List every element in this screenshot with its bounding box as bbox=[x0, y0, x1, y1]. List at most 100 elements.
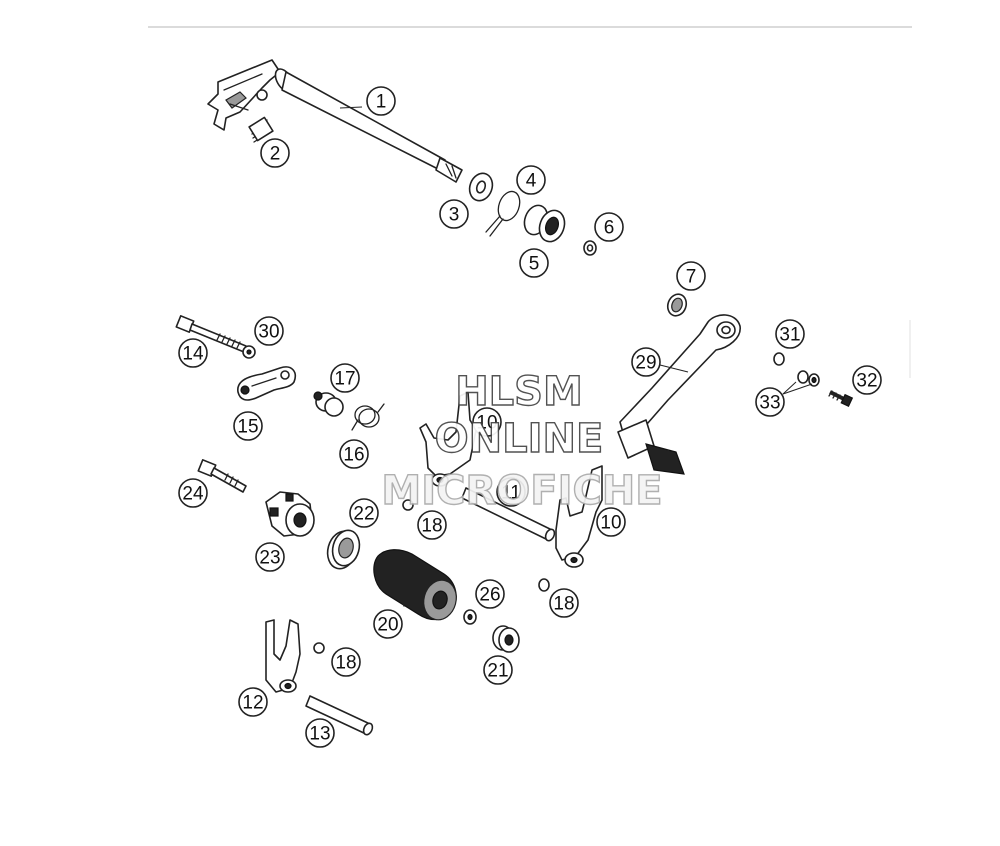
part-12-fork bbox=[265, 619, 301, 693]
watermark-line-3: MICROFICHE bbox=[381, 468, 662, 514]
part-26-washer bbox=[463, 609, 477, 625]
callout-c14: 14 bbox=[178, 338, 208, 368]
callout-circle bbox=[233, 411, 263, 441]
part-seal bbox=[666, 293, 688, 317]
callout-c5: 5 bbox=[519, 248, 549, 278]
callout-circle bbox=[475, 579, 505, 609]
callout-circle bbox=[439, 199, 469, 229]
callout-c18a: 18 bbox=[417, 510, 447, 540]
callout-c1: 1 bbox=[366, 86, 396, 116]
part-22-bearing bbox=[326, 529, 361, 570]
part-bushing bbox=[523, 204, 566, 243]
part-shift-shaft bbox=[207, 59, 463, 183]
callout-number: 29 bbox=[635, 353, 656, 374]
callout-c4: 4 bbox=[516, 165, 546, 195]
part-circlip bbox=[485, 190, 521, 237]
callout-number: 1 bbox=[376, 92, 387, 113]
callout-c11: 11 bbox=[496, 477, 526, 507]
callout-c10a: 10 bbox=[472, 407, 502, 437]
callout-circle bbox=[366, 86, 396, 116]
callout-number: 31 bbox=[779, 325, 800, 346]
callout-number: 20 bbox=[377, 615, 398, 636]
callout-number: 15 bbox=[237, 417, 258, 438]
callout-number: 14 bbox=[182, 344, 204, 365]
callout-number: 2 bbox=[270, 144, 281, 165]
callout-circle bbox=[472, 407, 502, 437]
callout-number: 10 bbox=[476, 413, 497, 434]
callout-number: 21 bbox=[487, 661, 508, 682]
part-18-pin-a bbox=[402, 499, 414, 511]
callout-number: 10 bbox=[600, 513, 621, 534]
callout-number: 24 bbox=[182, 484, 204, 505]
callout-number: 7 bbox=[686, 267, 697, 288]
callout-number: 6 bbox=[604, 218, 615, 239]
callout-circle bbox=[178, 478, 208, 508]
callout-circle bbox=[596, 507, 626, 537]
part-18-pin-b bbox=[538, 578, 550, 592]
part-32-bolt bbox=[828, 390, 854, 408]
part-15-lever bbox=[237, 366, 296, 401]
watermark: HLSM ONLINE MICROFICHE bbox=[381, 368, 664, 514]
part-17-roller bbox=[313, 391, 344, 417]
part-shift-lever bbox=[617, 314, 741, 475]
callout-circle bbox=[496, 477, 526, 507]
callout-number: 11 bbox=[501, 483, 521, 504]
part-30-washer bbox=[242, 345, 256, 359]
callout-c17: 17 bbox=[330, 363, 360, 393]
callout-c21: 21 bbox=[483, 655, 513, 685]
callout-circle bbox=[516, 165, 546, 195]
callout-c26: 26 bbox=[475, 579, 505, 609]
callout-circle bbox=[483, 655, 513, 685]
callout-circle bbox=[417, 510, 447, 540]
callout-c33: 33 bbox=[755, 387, 785, 417]
callout-number: 4 bbox=[526, 171, 537, 192]
callout-number: 22 bbox=[353, 504, 374, 525]
callout-c18c: 18 bbox=[331, 647, 361, 677]
callout-number: 30 bbox=[258, 322, 279, 343]
callout-number: 12 bbox=[242, 693, 263, 714]
callout-number: 23 bbox=[259, 548, 280, 569]
callout-circle bbox=[255, 542, 285, 572]
callout-circle bbox=[755, 387, 785, 417]
callout-c2: 2 bbox=[260, 138, 290, 168]
part-23-cam bbox=[265, 491, 315, 537]
part-spring bbox=[248, 116, 274, 143]
callout-circle bbox=[676, 261, 706, 291]
part-20-drum bbox=[373, 549, 457, 621]
part-24-bolt bbox=[197, 459, 247, 493]
callout-circle bbox=[238, 687, 268, 717]
callout-number: 5 bbox=[529, 254, 540, 275]
callout-circle bbox=[852, 365, 882, 395]
callout-circle bbox=[549, 588, 579, 618]
part-31-washer bbox=[773, 352, 785, 366]
callout-c10b: 10 bbox=[596, 507, 626, 537]
callout-c20: 20 bbox=[373, 609, 403, 639]
callout-number: 16 bbox=[343, 445, 364, 466]
callout-number: 26 bbox=[479, 585, 500, 606]
callout-circle bbox=[305, 718, 335, 748]
part-10-fork-lower bbox=[555, 465, 603, 568]
callout-c15: 15 bbox=[233, 411, 263, 441]
callout-circle bbox=[331, 647, 361, 677]
callout-c13: 13 bbox=[305, 718, 335, 748]
watermark-line-1: HLSM bbox=[455, 369, 583, 415]
callout-circle bbox=[519, 248, 549, 278]
callout-c18b: 18 bbox=[549, 588, 579, 618]
callout-c32: 32 bbox=[852, 365, 882, 395]
callout-circle bbox=[373, 609, 403, 639]
callout-c6: 6 bbox=[594, 212, 624, 242]
callout-circle bbox=[349, 498, 379, 528]
callout-circle bbox=[330, 363, 360, 393]
part-10-fork-upper bbox=[419, 391, 477, 487]
callout-c23: 23 bbox=[255, 542, 285, 572]
callout-circle bbox=[339, 439, 369, 469]
callout-circle bbox=[260, 138, 290, 168]
callout-circle bbox=[631, 347, 661, 377]
callout-number: 18 bbox=[335, 653, 356, 674]
callout-c29: 29 bbox=[631, 347, 661, 377]
callout-c30: 30 bbox=[254, 316, 284, 346]
callout-number: 33 bbox=[759, 393, 780, 414]
part-oring bbox=[583, 240, 597, 256]
callout-circle bbox=[254, 316, 284, 346]
part-13-rod bbox=[305, 695, 374, 736]
